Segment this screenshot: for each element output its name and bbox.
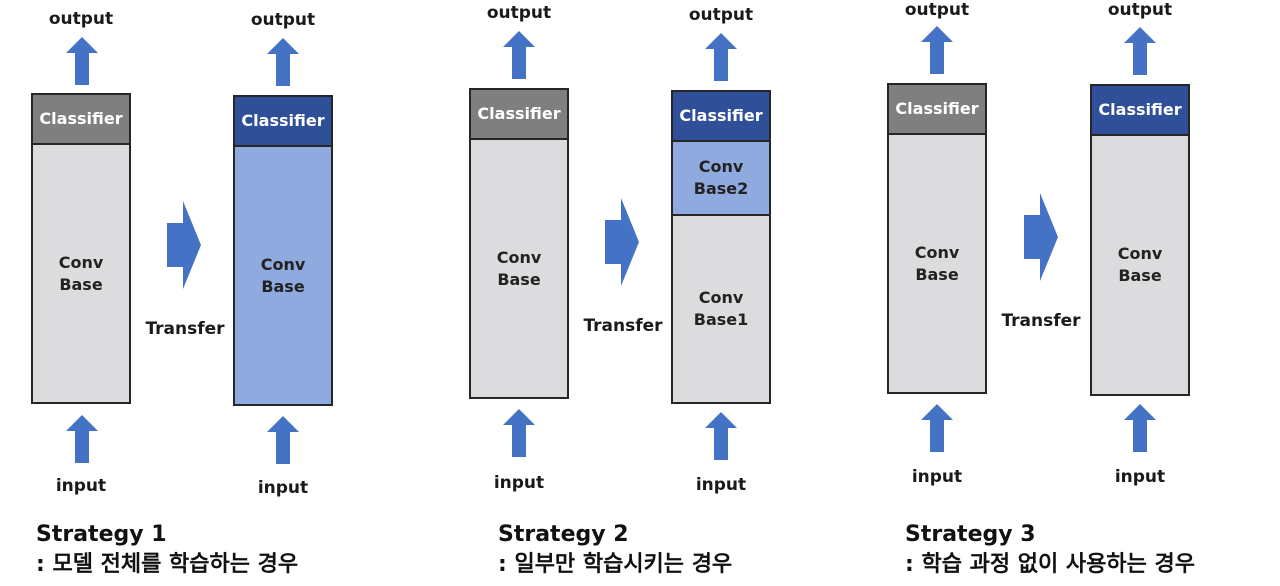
transfer-label: Transfer xyxy=(583,316,663,336)
strategy-description: : 학습 과정 없이 사용하는 경우 xyxy=(905,552,1195,577)
output-arrow-icon xyxy=(705,33,737,81)
input-arrow-icon xyxy=(66,415,98,463)
classifier-block: Classifier xyxy=(235,97,331,147)
conv-base-block: Conv Base xyxy=(33,145,129,402)
target-model-column: Classifier Conv Base2 Conv Base1 xyxy=(671,90,771,404)
target-model-column: Classifier Conv Base xyxy=(233,95,333,406)
source-model-column: Classifier Conv Base xyxy=(887,83,987,394)
output-label: output xyxy=(486,3,552,23)
strategy-description: : 일부만 학습시키는 경우 xyxy=(498,552,733,577)
conv-base2-block: Conv Base2 xyxy=(673,142,769,216)
output-label: output xyxy=(688,5,754,25)
target-model-column: Classifier Conv Base xyxy=(1090,84,1190,396)
output-label: output xyxy=(48,9,114,29)
input-arrow-icon xyxy=(705,412,737,460)
input-label: input xyxy=(55,476,107,496)
transfer-arrow-icon xyxy=(605,198,639,286)
classifier-block: Classifier xyxy=(471,90,567,140)
transfer-arrow-icon xyxy=(1024,193,1058,281)
input-label: input xyxy=(1114,467,1166,487)
input-label: input xyxy=(695,475,747,495)
transfer-label: Transfer xyxy=(145,319,225,339)
conv-base-block: Conv Base xyxy=(471,140,567,397)
strategy-title: Strategy 1 xyxy=(36,522,167,547)
input-arrow-icon xyxy=(1124,404,1156,452)
input-label: input xyxy=(257,478,309,498)
conv-base-block: Conv Base xyxy=(1092,136,1188,394)
output-arrow-icon xyxy=(66,37,98,85)
input-arrow-icon xyxy=(921,404,953,452)
strategy-title: Strategy 2 xyxy=(498,522,629,547)
source-model-column: Classifier Conv Base xyxy=(31,93,131,404)
output-arrow-icon xyxy=(503,31,535,79)
conv-base-block: Conv Base xyxy=(889,135,985,392)
input-arrow-icon xyxy=(267,416,299,464)
output-label: output xyxy=(904,0,970,20)
strategy-description: : 모델 전체를 학습하는 경우 xyxy=(36,552,299,577)
classifier-block: Classifier xyxy=(889,85,985,135)
source-model-column: Classifier Conv Base xyxy=(469,88,569,399)
conv-base1-block: Conv Base1 xyxy=(673,216,769,402)
output-label: output xyxy=(250,10,316,30)
input-label: input xyxy=(911,467,963,487)
transfer-label: Transfer xyxy=(1001,311,1081,331)
strategy-title: Strategy 3 xyxy=(905,522,1036,547)
input-arrow-icon xyxy=(503,409,535,457)
classifier-block: Classifier xyxy=(1092,86,1188,136)
output-label: output xyxy=(1107,0,1173,20)
conv-base-block: Conv Base xyxy=(235,147,331,404)
classifier-block: Classifier xyxy=(673,92,769,142)
classifier-block: Classifier xyxy=(33,95,129,145)
output-arrow-icon xyxy=(267,38,299,86)
input-label: input xyxy=(493,473,545,493)
output-arrow-icon xyxy=(1124,27,1156,75)
output-arrow-icon xyxy=(921,26,953,74)
transfer-arrow-icon xyxy=(167,201,201,289)
